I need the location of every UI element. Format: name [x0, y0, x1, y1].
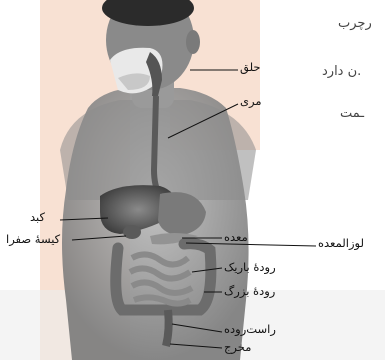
label-stomach: معده: [224, 232, 248, 244]
label-rectum: راست‌روده: [224, 324, 276, 336]
label-gallbladder: کیسهٔ صفرا: [6, 234, 60, 246]
cropped-text-line-2: ن دارد.: [322, 64, 361, 79]
gallbladder-shape: [123, 225, 141, 239]
label-pharynx: حلق: [240, 62, 261, 74]
cropped-text-line-3: ـمت: [340, 106, 364, 121]
label-pancreas: لوزالمعده: [318, 238, 364, 250]
rectum-shape: [166, 310, 169, 346]
cropped-text-line-1: رچرب: [338, 16, 372, 31]
label-large-intestine: رودهٔ بزرگ: [224, 286, 275, 298]
ear-shape: [186, 30, 200, 54]
label-esophagus: مری: [240, 96, 262, 108]
label-anus: مخرج: [224, 342, 251, 354]
label-liver: کبد: [30, 212, 45, 224]
label-small-intestine: رودهٔ باریک: [224, 262, 276, 274]
